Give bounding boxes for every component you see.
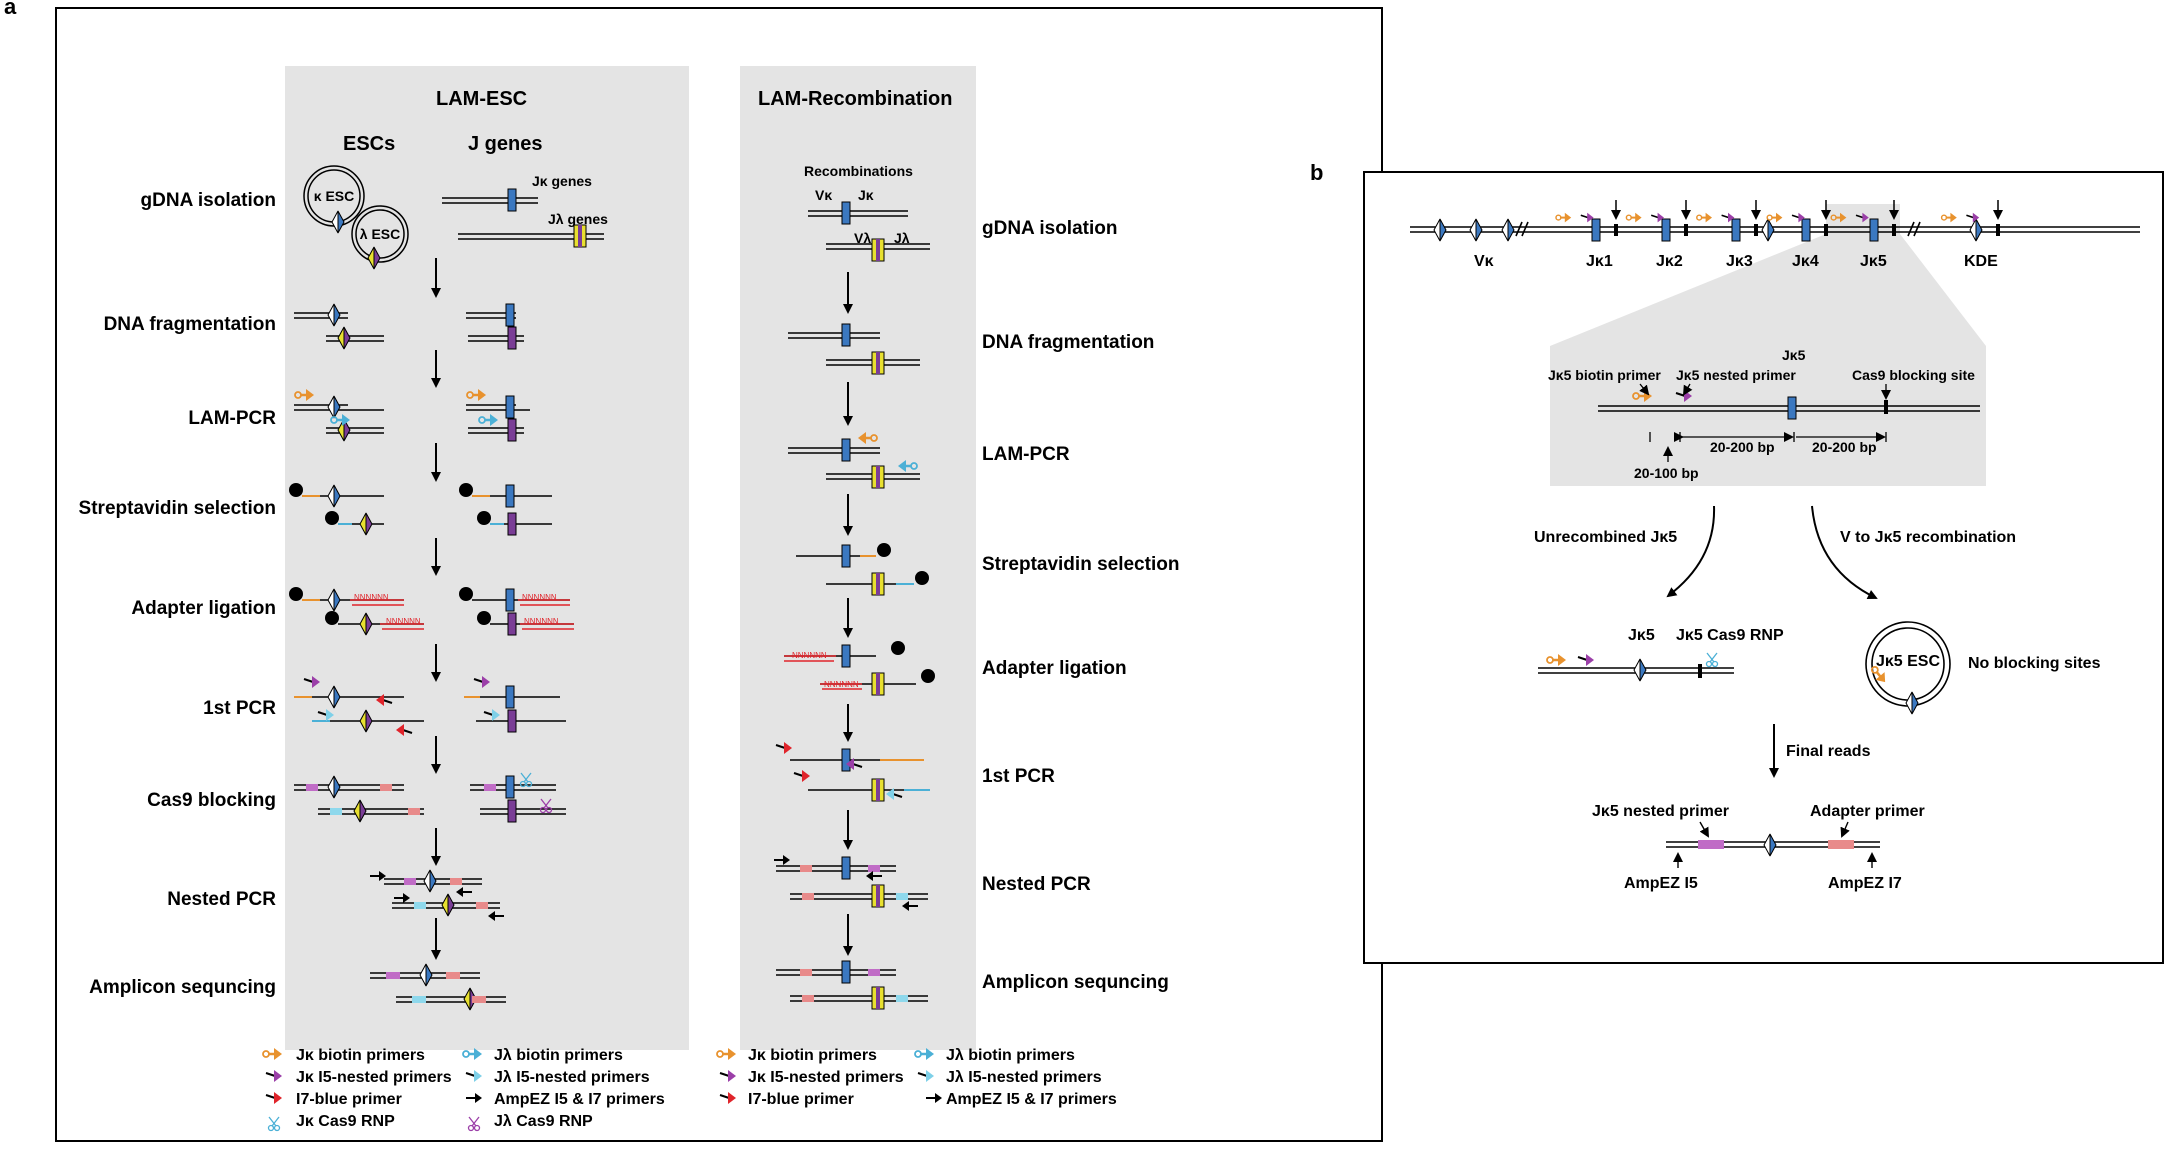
legend-item: Jλ biotin primers	[494, 1047, 623, 1064]
jk5-esc-circle: Jκ5 ESC	[1865, 621, 1951, 715]
final-read-strand: Jκ5 nested primer Adapter primer AmpEZ I…	[1592, 803, 1925, 892]
legend-item: Jκ I5-nested primers	[296, 1069, 452, 1086]
jk-genes-label: Jκ genes	[532, 173, 592, 189]
adapter-text: NNNNNN	[524, 617, 559, 626]
legend-item: Jκ biotin primers	[748, 1047, 877, 1064]
recombinations-label: Recombinations	[804, 163, 913, 179]
adapter-primer-label: Adapter primer	[1810, 803, 1925, 820]
lam-rec-title: LAM-Recombination	[758, 88, 952, 110]
legend-item: I7-blue primer	[748, 1091, 854, 1108]
esc-step: 1st PCR	[203, 698, 276, 719]
locus-labels: Vκ Jκ1 Jκ2 Jκ3 Jκ4 Jκ5 KDE	[1474, 253, 1998, 270]
esc-step: Amplicon sequncing	[89, 977, 276, 998]
lam-rec-column	[740, 66, 976, 1050]
legend-item: Jκ Cas9 RNP	[296, 1113, 395, 1130]
legend-item: I7-blue primer	[296, 1091, 402, 1108]
cas9-site-label: Cas9 blocking site	[1852, 367, 1975, 383]
kappa-esc-label: κ ESC	[314, 188, 354, 204]
panel-b-label: b	[1310, 160, 1323, 185]
esc-fragments: NNNNNN NNNNNN NNNNNN NNNNNN	[289, 303, 574, 1011]
locus-label: Jκ3	[1726, 253, 1753, 270]
vl-label: Vλ	[854, 230, 871, 246]
jl-genes-label: Jλ genes	[548, 211, 608, 227]
unrecombined-strand: Jκ5 Jκ5 Cas9 RNP	[1538, 627, 1784, 682]
jk5-label: Jκ5	[1628, 627, 1655, 644]
zoom-box	[1550, 346, 1986, 486]
rec-step: DNA fragmentation	[982, 332, 1154, 353]
rec-step: Amplicon sequncing	[982, 972, 1169, 993]
legend-item: Jκ I5-nested primers	[748, 1069, 904, 1086]
panel-a-label: a	[4, 0, 17, 19]
col-escs: ESCs	[343, 133, 395, 155]
ampez-i5-label: AmpEZ I5	[1624, 875, 1698, 892]
locus-label: Jκ1	[1586, 253, 1613, 270]
jk-genes-strand	[442, 188, 538, 212]
lam-esc-title: LAM-ESC	[436, 88, 527, 110]
v-to-j-label: V to Jκ5 recombination	[1840, 529, 2016, 546]
col-jgenes: J genes	[468, 133, 542, 155]
ampez-i7-label: AmpEZ I7	[1828, 875, 1902, 892]
zoom-title: Jκ5	[1782, 347, 1806, 363]
esc-step: LAM-PCR	[188, 408, 276, 429]
rec-legend: Jκ biotin primers Jλ biotin primers Jκ I…	[715, 1046, 1117, 1108]
locus-label: Vκ	[1474, 253, 1494, 270]
legend-item: AmpEZ I5 & I7 primers	[946, 1091, 1117, 1108]
nested-primer-final: Jκ5 nested primer	[1592, 803, 1729, 820]
panel-a-frame	[55, 7, 1383, 1142]
adapter-text: NNNNNN	[522, 593, 557, 602]
esc-step: DNA fragmentation	[104, 314, 276, 335]
no-blocking-label: No blocking sites	[1968, 655, 2101, 672]
esc-step: Adapter ligation	[131, 598, 276, 619]
branch-arrows	[1666, 505, 1878, 778]
adapter-text: NNNNNN	[824, 680, 859, 689]
jk-label: Jκ	[858, 187, 874, 203]
adapter-text: NNNNNN	[386, 617, 421, 626]
rec-step: gDNA isolation	[982, 218, 1117, 239]
rec-step: LAM-PCR	[982, 444, 1070, 465]
locus-label: Jκ2	[1656, 253, 1683, 270]
rec-step: Adapter ligation	[982, 658, 1127, 679]
dist-c: 20-200 bp	[1812, 439, 1877, 455]
rec-step: 1st PCR	[982, 766, 1055, 787]
legend-item: Jκ biotin primers	[296, 1047, 425, 1064]
esc-step: Nested PCR	[167, 889, 276, 910]
igk-locus	[1410, 200, 2140, 242]
legend-item: Jλ I5-nested primers	[946, 1069, 1102, 1086]
adapter-text: NNNNNN	[354, 593, 389, 602]
jl-genes-strand	[458, 224, 604, 248]
dist-a: 20-100 bp	[1634, 465, 1699, 481]
esc-step: Cas9 blocking	[147, 790, 276, 811]
rec-step: Nested PCR	[982, 874, 1091, 895]
locus-label: Jκ5	[1860, 253, 1887, 270]
jk5-cas9-label: Jκ5 Cas9 RNP	[1676, 627, 1784, 644]
legend-item: Jλ Cas9 RNP	[494, 1113, 593, 1130]
jk5-esc-label: Jκ5 ESC	[1876, 653, 1941, 670]
vk-label: Vκ	[815, 187, 832, 203]
rec-fragments: NNNNNN NNNNNN	[773, 201, 935, 1010]
rec-step: Streptavidin selection	[982, 554, 1179, 575]
legend-item: Jλ biotin primers	[946, 1047, 1075, 1064]
jk5-zoom: Jκ5 Jκ5 biotin primer Jκ5 nested primer …	[1548, 347, 1980, 481]
lambda-esc-label: λ ESC	[360, 226, 400, 242]
kappa-esc-circle: κ ESC	[303, 165, 365, 234]
unrecombined-label: Unrecombined Jκ5	[1534, 529, 1677, 546]
legend-item: Jλ I5-nested primers	[494, 1069, 650, 1086]
dist-b: 20-200 bp	[1710, 439, 1775, 455]
final-reads-label: Final reads	[1786, 743, 1871, 760]
locus-label: Jκ4	[1792, 253, 1819, 270]
lambda-esc-circle: λ ESC	[351, 205, 409, 270]
rec-steps: gDNA isolation DNA fragmentation LAM-PCR…	[982, 218, 1179, 993]
esc-step: gDNA isolation	[141, 190, 276, 211]
esc-legend: Jκ biotin primers Jλ biotin primers Jκ I…	[261, 1046, 665, 1132]
legend-item: AmpEZ I5 & I7 primers	[494, 1091, 665, 1108]
esc-steps: gDNA isolation DNA fragmentation LAM-PCR…	[79, 190, 277, 998]
locus-label: KDE	[1964, 253, 1998, 270]
jl-label: Jλ	[894, 230, 910, 246]
nested-primer-label: Jκ5 nested primer	[1676, 367, 1796, 383]
esc-step: Streptavidin selection	[79, 498, 276, 519]
biotin-primer-label: Jκ5 biotin primer	[1548, 367, 1661, 383]
adapter-text: NNNNNN	[792, 651, 827, 660]
zoom-wedge	[1550, 234, 1986, 346]
